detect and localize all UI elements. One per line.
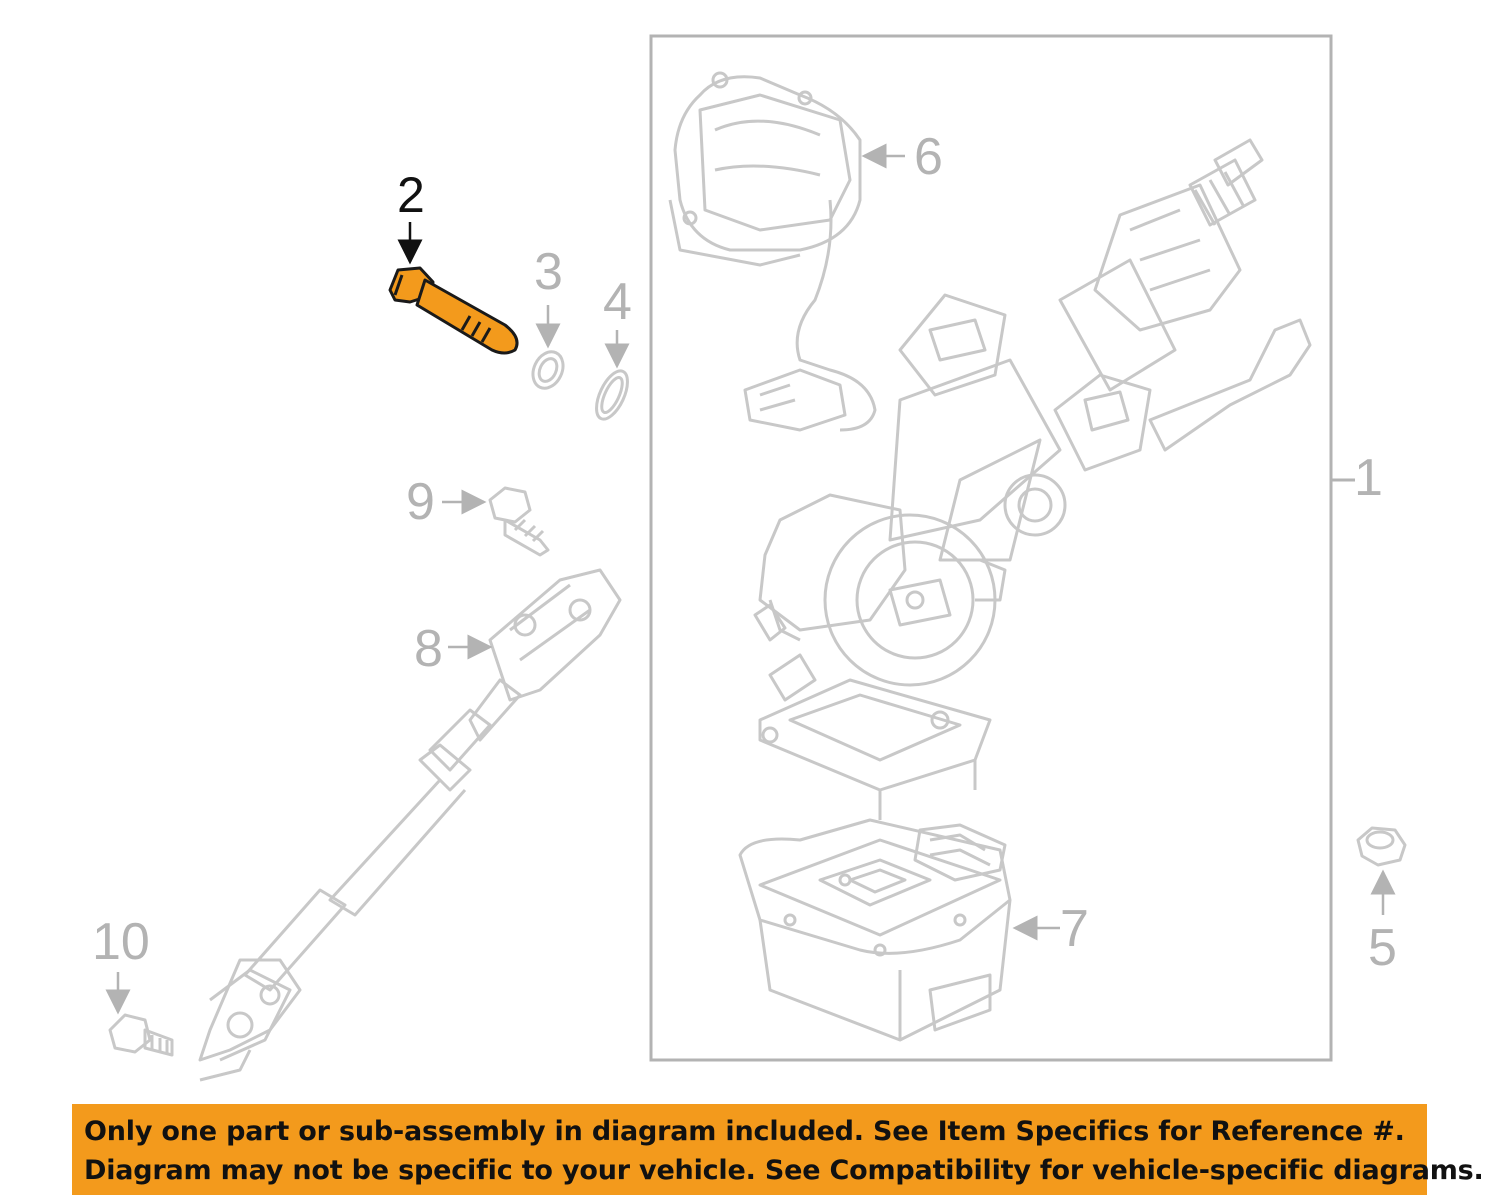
- part-9-bolt: [488, 486, 550, 557]
- part-7-control-module: [738, 818, 1012, 1042]
- disclaimer-line-1: Only one part or sub-assembly in diagram…: [84, 1116, 1405, 1147]
- part-3-washer: [531, 350, 565, 390]
- callout-6: 6: [914, 128, 943, 186]
- callout-1: 1: [1354, 449, 1383, 507]
- callout-2: 2: [397, 167, 425, 223]
- disclaimer-banner: Only one part or sub-assembly in diagram…: [72, 1104, 1484, 1195]
- callout-3: 3: [534, 243, 563, 301]
- callout-8: 8: [414, 620, 443, 678]
- parts-diagram: [105, 34, 1407, 1082]
- callout-10: 10: [92, 913, 150, 971]
- callout-5: 5: [1368, 919, 1397, 977]
- callout-4: 4: [603, 273, 632, 331]
- part-1-steering-column: [753, 138, 1312, 820]
- part-4-oring: [595, 369, 629, 421]
- part-5-nut: [1356, 826, 1407, 867]
- disclaimer-line-2: Diagram may not be specific to your vehi…: [84, 1155, 1484, 1186]
- callout-7: 7: [1060, 900, 1089, 958]
- part-6-sensor: [668, 71, 877, 432]
- part-8-intermediate-shaft: [198, 568, 622, 1082]
- assembly-frame: [649, 34, 1333, 1062]
- part-10-bolt: [108, 1013, 174, 1057]
- part-2-bolt-highlighted: [388, 266, 519, 355]
- callout-9: 9: [406, 473, 435, 531]
